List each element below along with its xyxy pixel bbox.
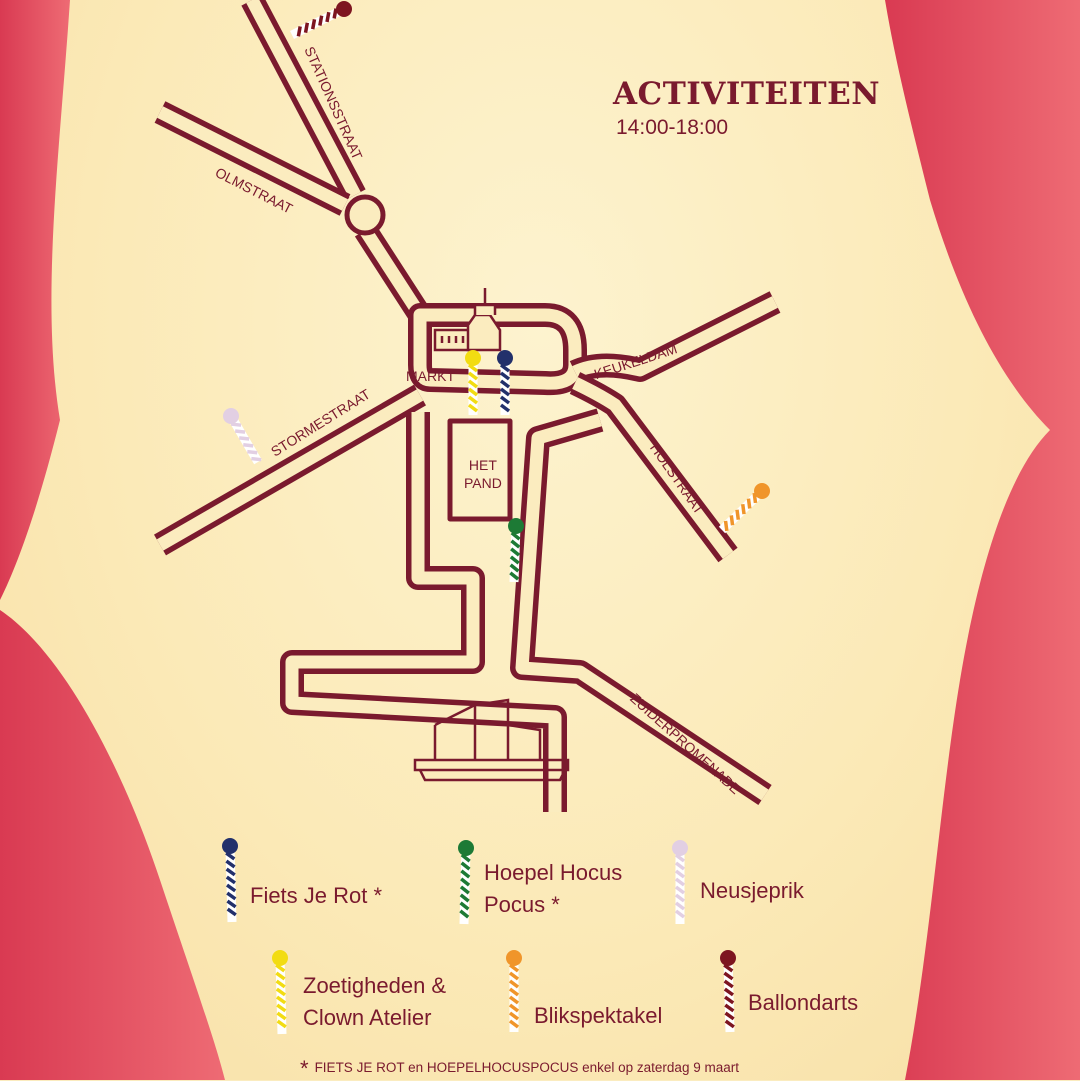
pin-icon	[720, 950, 736, 1033]
pin-icon	[223, 408, 262, 465]
road-stationsstraat	[246, 0, 361, 199]
road-keukeldam	[572, 296, 778, 378]
road-olmstraat	[157, 106, 348, 211]
pin-icon	[508, 518, 524, 583]
pin-icon	[222, 838, 238, 923]
legend-label-2: Pocus *	[484, 892, 560, 917]
road-markt-ring	[413, 308, 582, 390]
legend-fiets-je-rot: Fiets Je Rot *	[250, 880, 382, 912]
pin-icon	[272, 950, 288, 1035]
footnote-star: *	[300, 1056, 309, 1081]
het-pand-building	[447, 418, 513, 522]
legend-label: Hoepel Hocus	[484, 860, 623, 885]
road-roundabout-road	[359, 226, 426, 319]
road-holstraat	[572, 377, 734, 559]
theatre-building-icon	[413, 698, 570, 782]
road-right-road	[515, 413, 769, 801]
het-pand-line-1: HET	[468, 457, 497, 473]
curtain-right	[885, 0, 1080, 1080]
legend-label: Neusjeprik	[700, 878, 804, 903]
church-icon	[433, 288, 502, 352]
pin-icon	[465, 350, 481, 415]
pin-icon	[718, 483, 770, 534]
pin-icon	[672, 840, 688, 924]
het-pand-label: HET PAND	[464, 456, 502, 492]
legend-neusjeprik: Neusjeprik	[700, 875, 804, 907]
footnote-text: FIETS JE ROT en HOEPELHOCUSPOCUS enkel o…	[314, 1060, 739, 1075]
legend-zoetigheden: Zoetigheden & Clown Atelier	[303, 970, 446, 1034]
curtain-left-top	[0, 0, 70, 600]
street-label-markt: MARKT	[406, 368, 455, 384]
legend-label-2: Clown Atelier	[303, 1005, 432, 1030]
pin-icon	[458, 840, 474, 925]
curtain-left-bottom	[0, 610, 225, 1080]
legend-label: Ballondarts	[748, 990, 859, 1015]
pin-icon	[289, 1, 352, 40]
footnote: * FIETS JE ROT en HOEPELHOCUSPOCUS enkel …	[300, 1052, 739, 1081]
page-title: ACTIVITEITEN	[613, 76, 881, 112]
legend-label: Zoetigheden &	[303, 973, 447, 998]
het-pand-line-2: PAND	[464, 475, 502, 491]
legend-label: Blikspektakel	[534, 1003, 663, 1028]
road-left-road	[285, 412, 562, 812]
roundabout	[344, 194, 386, 236]
legend-blikspektakel: Blikspektakel	[534, 1000, 662, 1032]
road-stormestraat	[156, 389, 424, 551]
time-range: 14:00-18:00	[616, 116, 729, 139]
legend-ballondarts: Ballondarts	[748, 987, 858, 1019]
pin-icon	[506, 950, 522, 1032]
pin-icon	[497, 350, 513, 415]
legend-label: Fiets Je Rot *	[250, 883, 383, 908]
